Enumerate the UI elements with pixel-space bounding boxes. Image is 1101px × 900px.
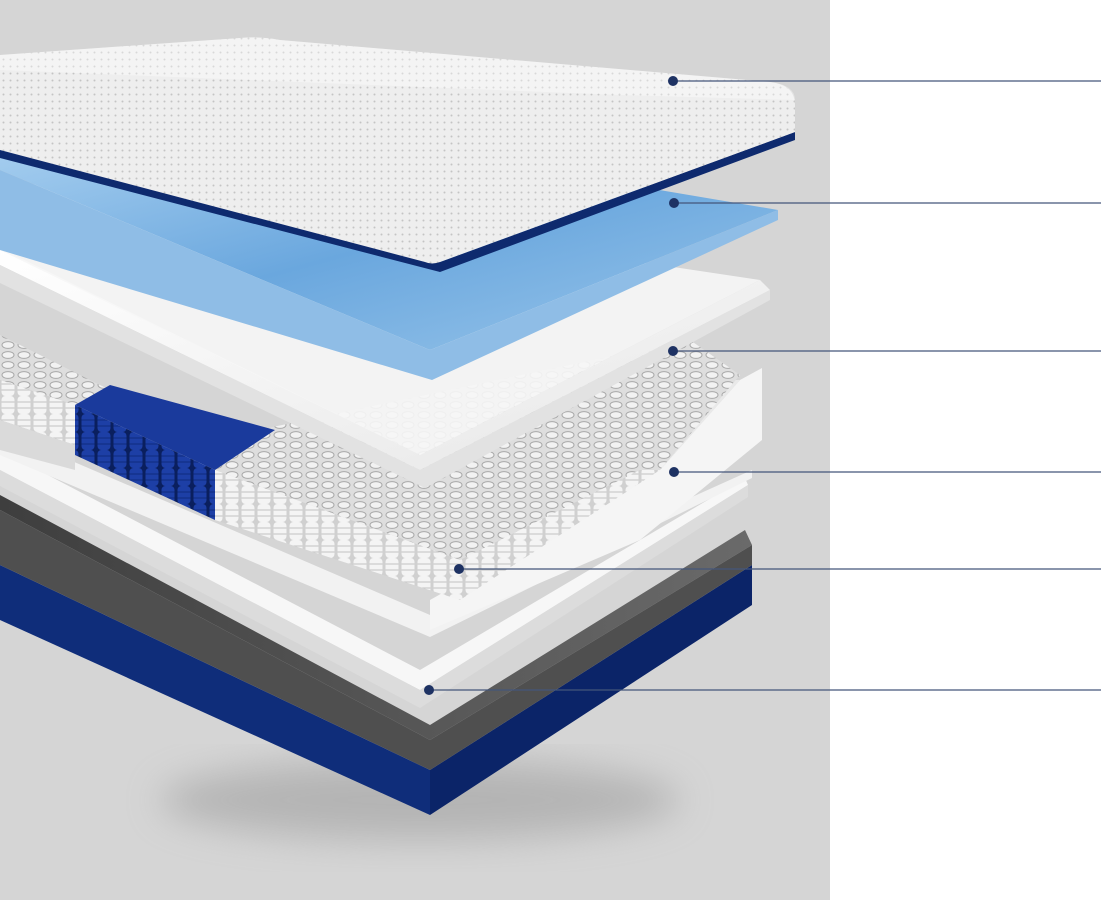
callouts <box>424 76 1101 695</box>
callout-marker <box>454 564 464 574</box>
base-foam-layer <box>0 450 748 708</box>
comfort-foam-top <box>0 248 770 470</box>
transition-foam-top <box>0 430 752 637</box>
callout-marker <box>669 467 679 477</box>
callout-cover <box>668 76 1101 86</box>
callout-pocket-coils <box>454 564 1101 574</box>
transition-foam-layer <box>0 430 752 637</box>
coil-blue-zone <box>75 405 215 520</box>
coil-left-zone <box>0 420 75 470</box>
callout-comfort-foam <box>668 346 1101 356</box>
base-top-rim <box>0 510 752 770</box>
callout-marker <box>669 198 679 208</box>
callout-encasement <box>669 467 1101 477</box>
cover-top <box>0 37 795 264</box>
callout-cooling-foam <box>669 198 1101 208</box>
base-foam-edge <box>0 470 748 708</box>
cover-top-highlight <box>0 37 795 100</box>
comfort-foam-edge <box>0 265 770 488</box>
callout-marker <box>424 685 434 695</box>
base-front-side <box>0 565 430 815</box>
coil-front-side-left <box>0 380 75 445</box>
coil-blue-zone-top <box>75 385 275 470</box>
callout-marker <box>668 346 678 356</box>
callout-base-foam <box>424 685 1101 695</box>
cover-layer <box>0 37 795 272</box>
cooling-foam-edge <box>0 170 778 380</box>
base-foam-top <box>0 450 748 690</box>
callout-marker <box>668 76 678 86</box>
coil-front-side-right <box>215 470 660 600</box>
